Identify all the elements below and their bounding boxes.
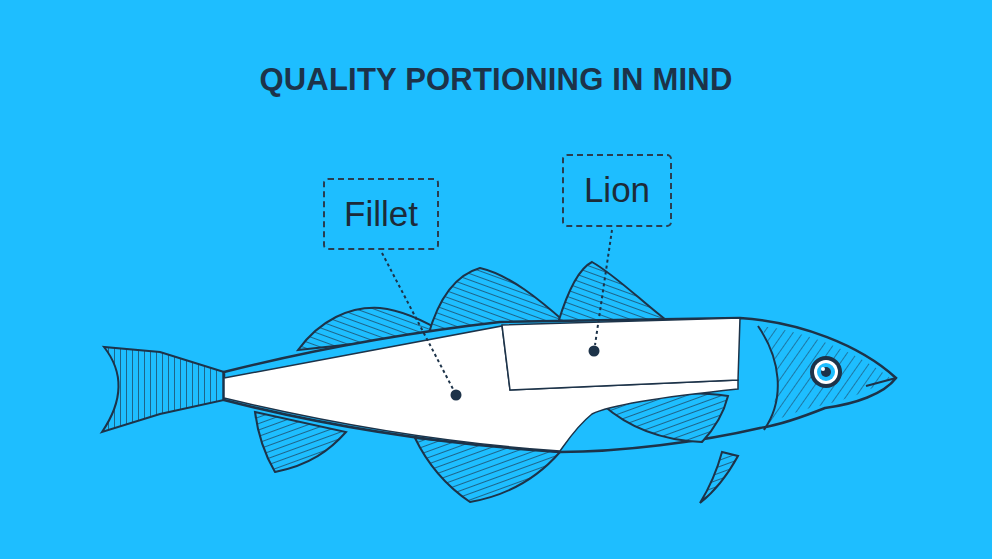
pointer-dot: [451, 390, 462, 401]
part-name: Fillet: [344, 195, 418, 234]
eye: [817, 363, 835, 381]
eye: [821, 367, 825, 371]
dorsal-fin: [558, 262, 666, 323]
callout-box: Lion: [562, 154, 672, 227]
title: QUALITY PORTIONING IN MIND: [0, 62, 992, 98]
head-shading: [760, 326, 890, 425]
callout-box: Fillet: [323, 178, 439, 250]
eye: [810, 356, 842, 388]
part-name: Lion: [584, 171, 650, 210]
lion-region: [502, 318, 740, 390]
tail-fin: [102, 347, 224, 432]
leader-line: [595, 230, 612, 345]
mouth-line: [866, 378, 896, 386]
pelvic-fin: [700, 452, 738, 503]
leader-line: [382, 253, 453, 389]
pointer-dot: [589, 346, 600, 357]
fish-body: [224, 318, 896, 452]
gill-line: [758, 326, 778, 430]
eye: [814, 360, 838, 384]
eye: [821, 367, 831, 377]
